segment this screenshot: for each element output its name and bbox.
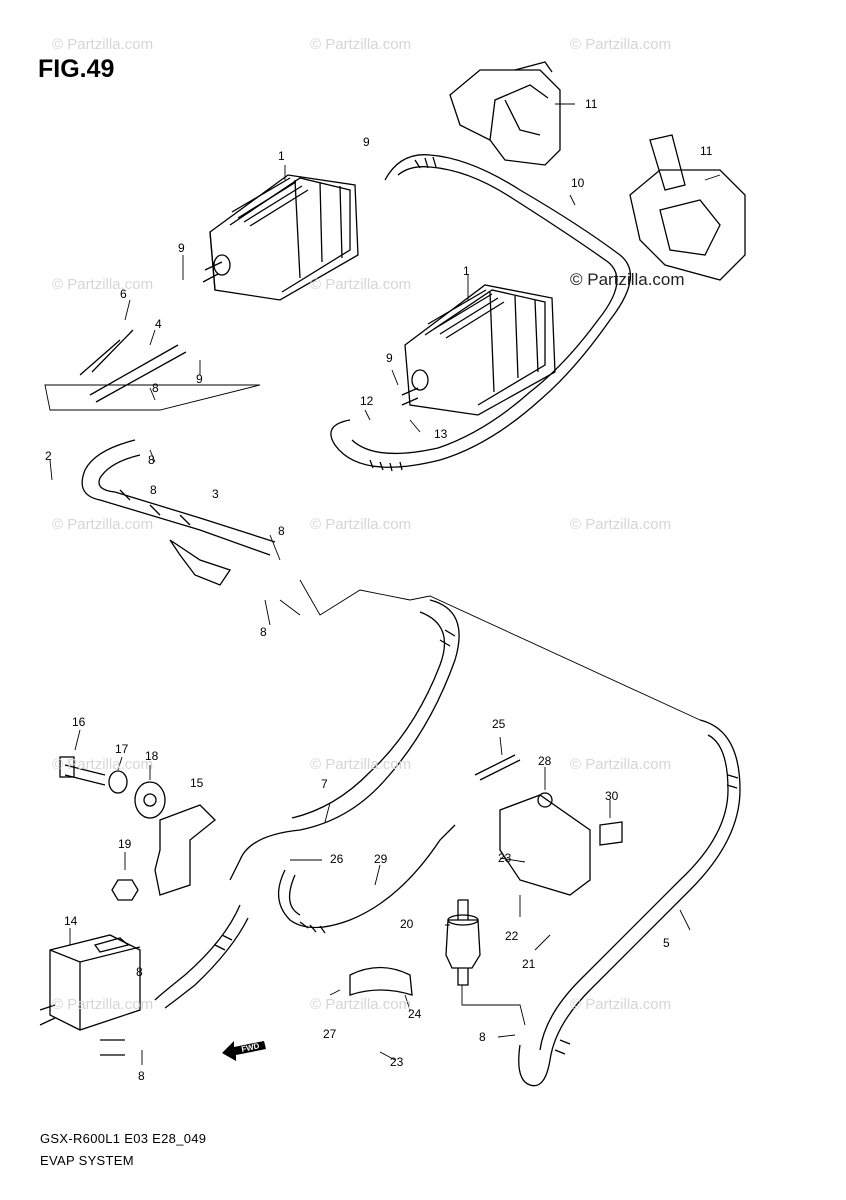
callout-23-bracket[interactable]: 23 (498, 851, 512, 865)
hose-5 (518, 719, 741, 1087)
bracket-11-right (629, 134, 746, 281)
watermark: © Partzilla.com (52, 516, 154, 533)
mount-bolt-set (59, 756, 166, 901)
callout-7[interactable]: 7 (321, 777, 328, 791)
figure-title: FIG.49 (38, 55, 115, 83)
callout-8-g[interactable]: 8 (138, 1069, 145, 1083)
section-name: EVAP SYSTEM (40, 1153, 134, 1168)
callout-9-canister[interactable]: 9 (386, 351, 393, 365)
fwd-label: FWD (241, 1041, 261, 1054)
pipe-3 (81, 439, 276, 586)
callout-27[interactable]: 27 (323, 1027, 337, 1041)
clamp-24 (349, 966, 413, 996)
callout-16[interactable]: 16 (72, 715, 86, 729)
callout-6[interactable]: 6 (120, 287, 127, 301)
callout-10[interactable]: 10 (571, 176, 585, 190)
watermark: © Partzilla.com (310, 756, 412, 773)
watermark: © Partzilla.com (570, 36, 672, 53)
callout-20[interactable]: 20 (400, 917, 414, 931)
leader-lines (49, 103, 721, 1065)
part-28 (537, 792, 553, 808)
callout-8-d[interactable]: 8 (278, 524, 285, 538)
watermark: © Partzilla.com (570, 996, 672, 1013)
callout-2[interactable]: 2 (45, 449, 52, 463)
callout-22[interactable]: 22 (505, 929, 519, 943)
watermark: © Partzilla.com (310, 276, 412, 293)
bolt-25 (474, 754, 521, 781)
callout-28[interactable]: 28 (538, 754, 552, 768)
watermark-main: © Partzilla.com (570, 270, 685, 289)
part-30 (599, 821, 623, 846)
watermark: © Partzilla.com (52, 276, 154, 293)
callout-8-f[interactable]: 8 (136, 965, 143, 979)
bracket-23 (499, 794, 591, 896)
callout-8-b[interactable]: 8 (148, 453, 155, 467)
hose-10 (330, 154, 632, 468)
hose-4 (89, 344, 187, 403)
canister-upper (202, 174, 359, 301)
filter-20 (445, 899, 526, 1026)
callout-30[interactable]: 30 (605, 789, 619, 803)
bracket-15 (154, 804, 216, 896)
callout-9-mid[interactable]: 9 (196, 372, 203, 386)
callout-8-h[interactable]: 8 (479, 1030, 486, 1044)
valve-14 (39, 934, 141, 1056)
model-code: GSX-R600L1 E03 E28_049 (40, 1131, 207, 1146)
watermark: © Partzilla.com (310, 36, 412, 53)
callout-8-c[interactable]: 8 (150, 483, 157, 497)
callout-3[interactable]: 3 (212, 487, 219, 501)
watermark: © Partzilla.com (52, 36, 154, 53)
canister-lower (401, 284, 556, 416)
callout-9-left[interactable]: 9 (178, 241, 185, 255)
bracket-11-upper (449, 61, 561, 166)
watermark: © Partzilla.com (310, 516, 412, 533)
callout-21[interactable]: 21 (522, 957, 536, 971)
hose-7 (229, 599, 460, 881)
callout-9-top[interactable]: 9 (363, 135, 370, 149)
callout-1-lower[interactable]: 1 (463, 264, 470, 278)
callout-8-a[interactable]: 8 (152, 381, 159, 395)
callout-8-e[interactable]: 8 (260, 625, 267, 639)
callout-4[interactable]: 4 (155, 317, 162, 331)
callout-19[interactable]: 19 (118, 837, 132, 851)
watermark: © Partzilla.com (310, 996, 412, 1013)
watermark: © Partzilla.com (52, 756, 154, 773)
hose-6 (79, 329, 134, 376)
callout-1-upper[interactable]: 1 (278, 149, 285, 163)
callout-15[interactable]: 15 (190, 776, 204, 790)
callout-29[interactable]: 29 (374, 852, 388, 866)
callout-5[interactable]: 5 (663, 936, 670, 950)
watermark: © Partzilla.com (570, 756, 672, 773)
watermark: © Partzilla.com (52, 996, 154, 1013)
callout-24[interactable]: 24 (408, 1007, 422, 1021)
watermark: © Partzilla.com (570, 516, 672, 533)
forward-arrow: FWD (222, 1041, 266, 1061)
callout-26[interactable]: 26 (330, 852, 344, 866)
callout-11-upper[interactable]: 11 (585, 97, 598, 111)
callout-17[interactable]: 17 (115, 742, 129, 756)
hose-29 (278, 824, 456, 929)
callout-11-right[interactable]: 11 (700, 144, 713, 158)
callout-23-lower[interactable]: 23 (390, 1055, 404, 1069)
callout-25[interactable]: 25 (492, 717, 506, 731)
callout-14[interactable]: 14 (64, 914, 78, 928)
callout-13[interactable]: 13 (434, 427, 448, 441)
callout-18[interactable]: 18 (145, 749, 159, 763)
callout-12[interactable]: 12 (360, 394, 374, 408)
